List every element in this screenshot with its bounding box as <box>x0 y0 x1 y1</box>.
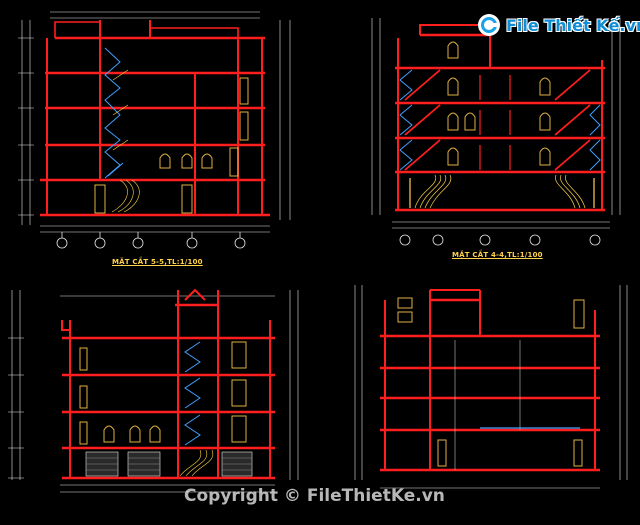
section-title-5-5: MẶT CẮT 5-5,TL:1/100 <box>112 258 203 266</box>
brand-logo-icon <box>478 14 500 36</box>
watermark-brand: File Thiết Kế.vn <box>478 14 640 36</box>
section-drawing-bottom-left <box>8 288 299 493</box>
section-drawing-top-right <box>371 18 621 246</box>
section-drawing-bottom-right <box>354 285 628 489</box>
brand-text: File Thiết Kế.vn <box>506 15 640 35</box>
watermark-copyright: Copyright © FileThietKe.vn <box>184 486 445 506</box>
section-title-4-4: MẶT CẮT 4-4,TL:1/100 <box>452 251 543 259</box>
section-drawing-top-left <box>18 11 291 249</box>
